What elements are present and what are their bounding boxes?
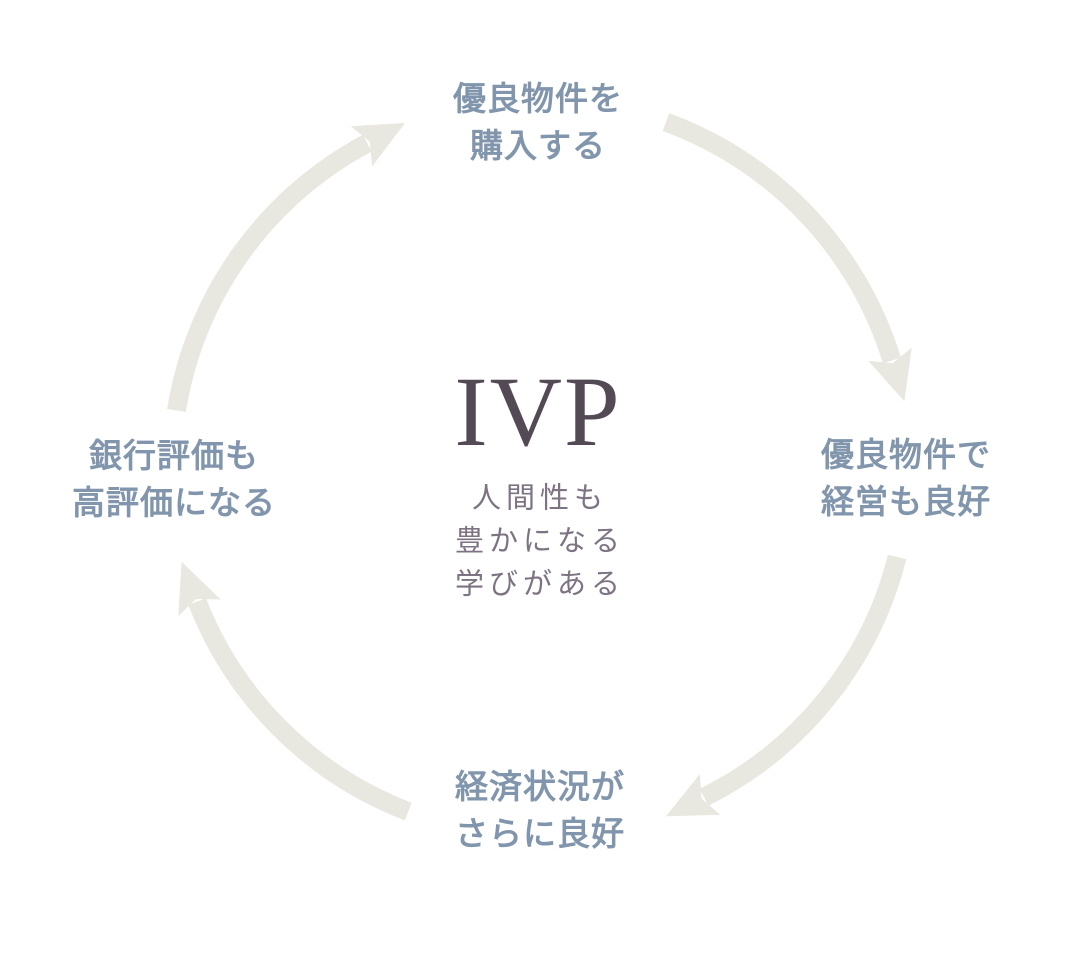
node-label-line: 高評価になる — [72, 486, 276, 522]
center-subtitle-line: 学びがある — [454, 568, 626, 601]
arrow-right-to-bottom — [665, 554, 907, 817]
center-subtitle-line: 人間性も — [471, 482, 609, 515]
arrow-bottom-to-left — [178, 561, 412, 821]
node-better-economy: 経済状況が さらに良好 — [455, 765, 625, 859]
arrow-left-to-top — [167, 123, 406, 412]
node-label-line: 経営も良好 — [821, 485, 991, 521]
center-subtitle: 人間性も 豊かになる 学びがある — [455, 478, 625, 607]
node-label-line: 優良物件で — [821, 438, 991, 474]
node-bank-evaluation: 銀行評価も 高評価になる — [72, 434, 276, 528]
node-label-line: さらに良好 — [455, 817, 625, 853]
center-title: IVP — [454, 356, 622, 467]
node-label-line: 優良物件を — [453, 82, 623, 118]
center-subtitle-line: 豊かになる — [454, 525, 626, 558]
node-label-line: 購入する — [470, 129, 606, 165]
node-label-line: 経済状況が — [455, 770, 625, 806]
arrow-top-to-right — [662, 113, 912, 402]
node-label-line: 銀行評価も — [89, 439, 259, 475]
node-purchase-good-property: 優良物件を 購入する — [453, 77, 623, 171]
node-good-management: 優良物件で 経営も良好 — [821, 433, 991, 527]
